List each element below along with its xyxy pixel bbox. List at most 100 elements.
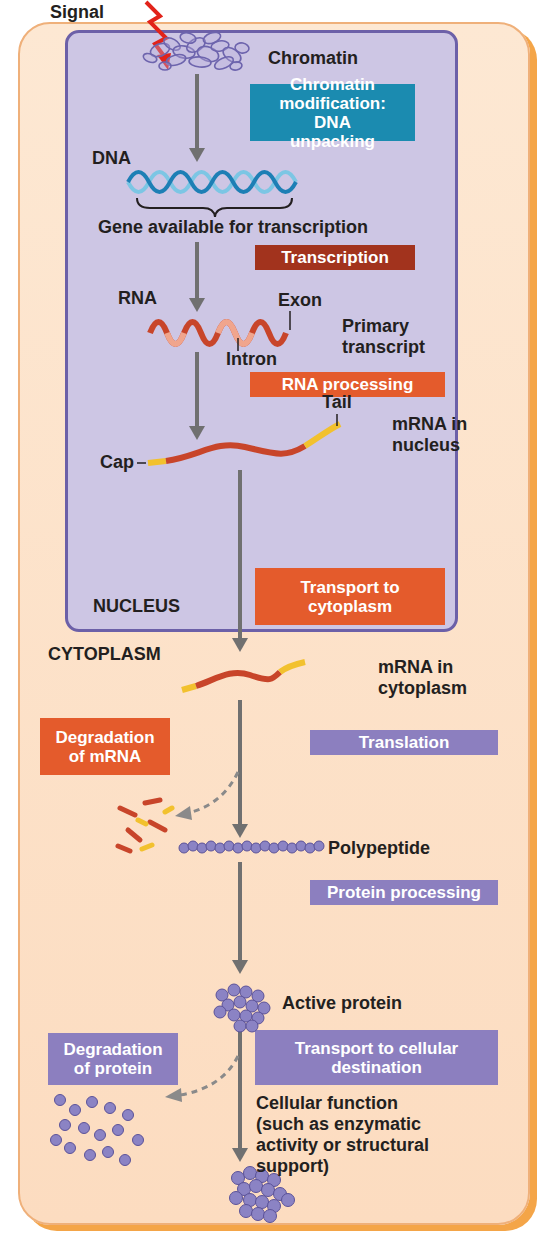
amino-acid [123,1110,134,1121]
amino-acid [233,843,243,853]
amino-acid [87,1097,98,1108]
chromatin-loop [142,52,158,64]
amino-acid [305,843,315,853]
amino-acid [238,1183,251,1196]
chromatin-loop [184,35,207,55]
mrna-fragment [150,822,165,830]
flow-arrowhead [189,298,205,312]
flow-arrow-shaft [195,352,199,428]
leader-line [289,311,291,330]
flow-arrow-shaft [195,74,199,150]
rna-intron-segment [218,322,252,344]
amino-acid [278,841,288,851]
mrna-fragments [118,800,172,851]
amino-acid [224,841,234,851]
flow-arrowhead [232,824,248,838]
amino-acid [228,984,240,996]
amino-acid [65,1143,76,1154]
flow-arrow-shaft [238,470,242,640]
polypeptide-chain [179,841,324,853]
amino-acid [252,990,264,1002]
step-label: Transport to cellular destination [277,1039,477,1077]
amino-acid [287,843,297,853]
chromatin-loop [162,35,183,53]
mrna-fragment [138,820,146,824]
amino-acid [234,996,246,1008]
amino-acid [113,1125,124,1136]
amino-acid [216,989,228,1001]
signal-arrowhead [157,53,171,70]
amino-acid [282,1194,295,1207]
chromatin-loop [220,44,243,65]
degradation-arrowhead [175,806,192,820]
signal-bolt [146,2,166,56]
amino-acid [85,1150,96,1161]
chromatin-loop [234,42,250,54]
amino-acid [120,1155,131,1166]
mrna-cap [182,686,196,690]
process-step-box: Degradation of protein [48,1033,178,1085]
mrna-strand [166,445,305,461]
amino-acid [314,841,324,851]
amino-acid [60,1120,71,1131]
amino-acid [256,1170,269,1183]
amino-acid [222,999,234,1011]
mrna-fragment [165,808,172,812]
leader-line [237,338,239,351]
amino-acid [240,1010,252,1022]
chromatin-loop [210,40,229,53]
protein-fragments [51,1095,144,1166]
amino-acid [133,1135,144,1146]
process-step-box: Translation [310,730,498,755]
process-step-box: Degradation of mRNA [40,718,170,775]
dna-strand [128,172,296,192]
step-label: Degradation of protein [58,1040,168,1078]
mrna-tail [305,424,340,446]
amino-acid [250,1180,263,1193]
amino-acid [246,1000,258,1012]
amino-acid [252,1208,265,1221]
amino-acid [240,1205,253,1218]
functional-protein [230,1167,295,1223]
amino-acid [51,1135,62,1146]
flow-arrow-shaft [238,862,242,962]
compartment-label: CYTOPLASM [48,644,161,665]
flow-arrow-shaft [195,242,199,300]
amino-acid [103,1147,114,1158]
amino-acid [215,843,225,853]
chromatin-loop [213,54,235,72]
amino-acid [228,1009,240,1021]
flow-arrowhead [189,148,205,162]
mrna-tail [280,662,305,672]
amino-acid [214,1006,226,1018]
amino-acid [258,1002,270,1014]
process-step-box: Transport to cytoplasm [255,568,445,625]
chromatin-loop [179,31,197,45]
chromatin-loop [229,61,242,71]
rna-exon-strand [150,322,286,344]
degradation-arrow [188,772,238,813]
cell-boundary: Chromatin modification: DNA unpackingTra… [18,22,530,1225]
leader-line [336,414,338,426]
mrna-strand [196,672,280,686]
chromatin-fiber [142,30,250,72]
flow-arrowhead [232,1148,248,1162]
amino-acid [179,843,189,853]
amino-acid [262,1184,275,1197]
amino-acid [251,843,261,853]
amino-acid [244,1167,257,1180]
amino-acid [206,841,216,851]
amino-acid [268,1200,281,1213]
step-label: Translation [359,733,450,752]
gene-brace [137,198,292,217]
amino-acid [230,1192,243,1205]
degradation-arrow [180,1056,238,1095]
chromatin-loop [202,30,222,46]
amino-acid [95,1130,106,1141]
compartment-label: NUCLEUS [93,596,180,617]
chromatin-loop [159,62,171,70]
mrna-fragment [142,845,152,849]
chromatin-loop [195,44,220,65]
